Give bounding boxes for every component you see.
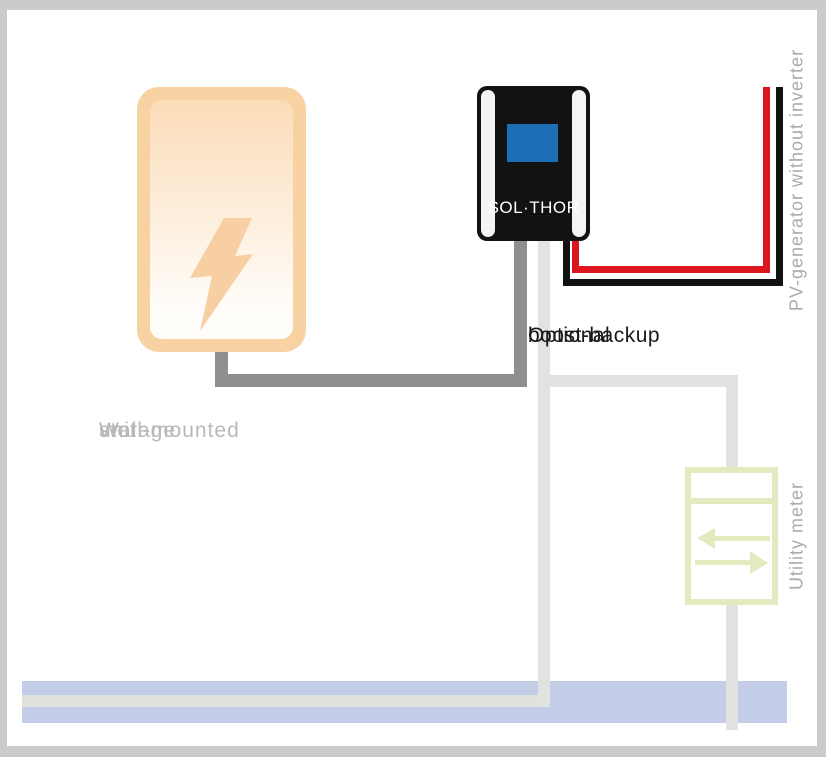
bidirectional-arrows-icon — [695, 528, 770, 574]
pv-wire-red-riser — [763, 87, 770, 273]
boost-backup-wire-horizontal — [538, 375, 738, 387]
battery-wire-vertical-right — [514, 241, 527, 387]
utility-meter-display — [691, 473, 772, 504]
device-brand-label: SOL·THOR — [487, 198, 580, 217]
battery-wire-horizontal — [215, 374, 527, 387]
storage-unit — [137, 87, 306, 352]
device-mount-strip-right — [572, 90, 586, 237]
pv-wire-black-drop — [563, 241, 570, 286]
utility-meter-label: Utility meter — [786, 481, 807, 591]
storage-unit-label-line3: unit — [99, 419, 137, 442]
storage-unit-label-line1: Wall-mounted — [99, 419, 240, 442]
boost-backup-label-line2: boost-backup — [528, 324, 661, 347]
boost-backup-label-line1: Optional — [528, 324, 611, 347]
storage-unit-label-line2: storage — [99, 419, 177, 442]
pv-wire-red-horizontal — [572, 266, 770, 273]
lightning-bolt-icon — [190, 218, 253, 331]
device-mount-strip-left — [481, 90, 495, 237]
pv-wire-black-horizontal — [563, 279, 783, 286]
pv-generator-label: PV-generator without inverter — [786, 48, 807, 312]
device-display-screen — [507, 124, 558, 162]
utility-meter — [685, 467, 778, 605]
pv-wire-red-drop — [572, 241, 579, 273]
solthor-device: SOL·THOR — [477, 86, 590, 241]
distribution-bar-wire — [22, 695, 550, 707]
pv-wire-black-riser — [776, 87, 783, 286]
grid-wire-vertical — [538, 241, 550, 707]
